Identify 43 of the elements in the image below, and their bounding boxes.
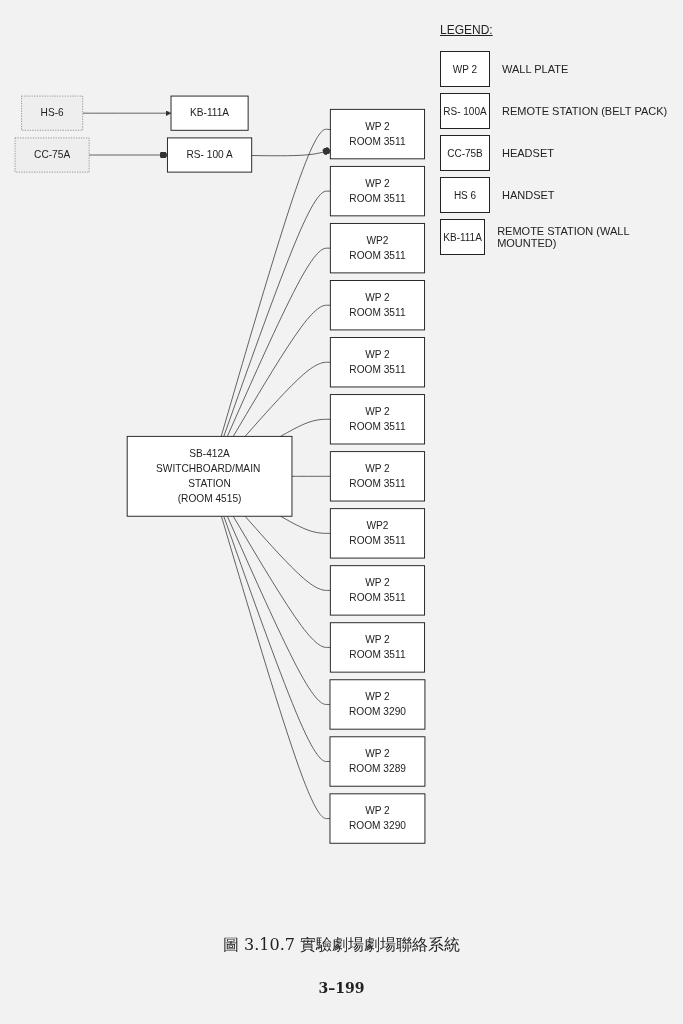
node-box: WP 2 ROOM 3511 [329,337,426,388]
node-box: WP2 ROOM 3511 [329,223,426,274]
legend-sample: CC-75B [440,135,490,171]
node-box: WP 2 ROOM 3511 [329,166,426,217]
connector [226,248,331,438]
page-number: 3–199 [317,980,366,996]
node-box: WP 2 ROOM 3289 [329,736,426,788]
connector [244,362,331,438]
legend-sample: RS- 100A [440,93,490,129]
legend-text: WALL PLATE [502,63,569,75]
connector [232,516,331,649]
node-box: WP 2 ROOM 3511 [329,280,426,331]
legend-text: HANDSET [502,189,555,201]
legend-sample: KB-111A [440,219,486,255]
connector [221,516,331,820]
connector [223,191,331,438]
node-box: WP 2 ROOM 3511 [329,565,426,616]
node-box: CC-75A [14,137,90,173]
node-box: WP 2 ROOM 3511 [329,451,426,502]
node-box: WP2 ROOM 3511 [329,508,426,559]
node-box: WP 2 ROOM 3290 [329,793,426,845]
node-box: RS- 100 A [166,137,253,173]
node-box: HS-6 [21,96,83,131]
legend-sample: WP 2 [440,51,490,87]
connector [232,305,331,438]
node-box: WP 2 ROOM 3511 [329,109,426,160]
legend-heading: LEGEND: [440,23,493,37]
legend-text: REMOTE STATION (WALL MOUNTED) [497,225,631,249]
connector [223,516,331,763]
node-box: WP 2 ROOM 3511 [329,622,426,673]
connector [291,476,331,478]
legend-text: REMOTE STATION (BELT PACK) [502,105,668,117]
connector [280,516,331,535]
legend-sample: HS 6 [440,177,490,213]
connector [244,516,331,592]
node-box: WP 2 ROOM 3290 [329,679,426,730]
node-box: KB-111A [170,95,249,132]
connector [280,419,331,438]
figure-caption: 圖 3.10.7 實驗劇場劇場聯絡系統 [221,935,462,956]
connector [226,516,331,706]
legend-text: HEADSET [502,147,554,159]
node-box: SB-412A SWITCHBOARD/MAIN STATION (ROOM 4515) [126,436,293,518]
node-box: WP 2 ROOM 3511 [329,394,426,445]
